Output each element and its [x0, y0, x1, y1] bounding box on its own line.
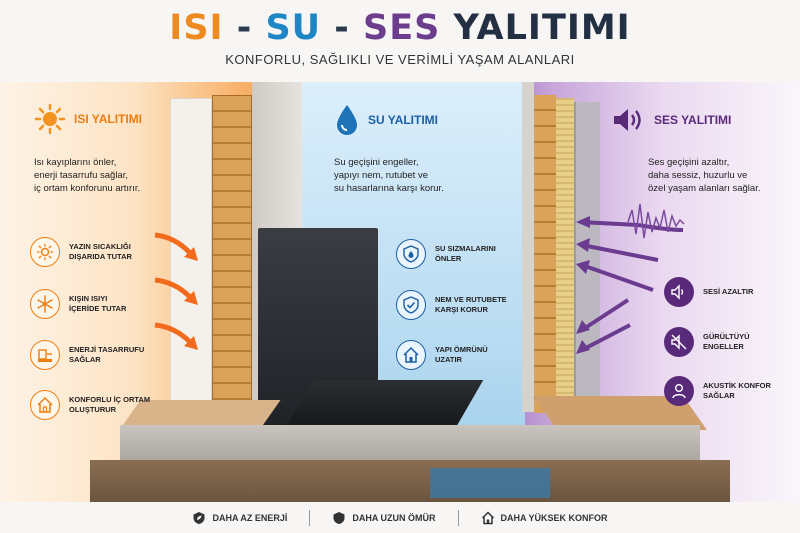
feature-label: NEM VE RUTUBETE [435, 295, 507, 304]
feature-label: KIŞIN ISIYI [69, 294, 108, 303]
ground-soil [90, 460, 730, 502]
header: ISI - SU - SES YALITIMI KONFORLU, SAĞLIK… [0, 0, 800, 82]
speaker-icon [614, 109, 641, 131]
shield-drop-icon [396, 239, 426, 269]
feature-label: YAZIN SICAKLIĞI [69, 242, 131, 251]
water-insulation-heading: SU YALITIMI [334, 103, 438, 137]
feature-label: ÖNLER [435, 254, 462, 263]
feature-label: OLUŞTURUR [69, 405, 117, 414]
energy-saving-icon [30, 340, 60, 370]
feature-label: SAĞLAR [703, 391, 735, 400]
description-line: yapıyı nem, rutubet ve [334, 170, 428, 181]
sound-insulation-title: SES YALITIMI [654, 113, 732, 127]
feature-label: İÇERİDE TUTAR [69, 304, 127, 313]
sound-insulation-heading: SES YALITIMI [612, 106, 731, 134]
heat-arrows [154, 232, 198, 350]
ground-water [430, 468, 550, 498]
title-isi: ISI [169, 8, 224, 48]
benefit-label: DAHA YÜKSEK KONFOR [500, 512, 608, 523]
description-line: iç ortam konforunu artırır. [34, 183, 141, 194]
waterproof-membrane-floor [286, 380, 484, 426]
concrete-wall-right [522, 82, 534, 412]
description-line: enerji tasarrufu sağlar, [34, 170, 128, 181]
house-icon [396, 340, 426, 370]
feature-label: DIŞARIDA TUTAR [69, 252, 132, 261]
feature-label: ENGELLER [703, 342, 744, 351]
description-line: Ses geçişini azaltır, [648, 157, 730, 168]
feature-label: UZATIR [435, 355, 462, 364]
insulation-board-left [170, 98, 212, 408]
brick-wall-left [212, 95, 252, 415]
divider [457, 509, 459, 526]
volume-down-icon [664, 277, 694, 307]
water-drop-icon [337, 105, 357, 135]
benefit-energy: DAHA AZ ENERJİ [192, 511, 287, 525]
description-line: su hasarlarına karşı korur. [334, 183, 444, 194]
sound-insulation-description: Ses geçişini azaltır, daha sessiz, huzur… [648, 156, 783, 195]
feature-label: AKUSTİK KONFOR [703, 381, 771, 390]
description-line: Isı kayıplarını önler, [34, 157, 117, 168]
benefit-comfort: DAHA YÜKSEK KONFOR [481, 510, 608, 525]
feature-label: SESİ AZALTIR [703, 287, 754, 296]
description-line: Su geçişini engeller, [334, 157, 419, 168]
mute-icon [664, 327, 694, 357]
water-insulation-title: SU YALITIMI [368, 113, 439, 127]
benefit-lifespan: DAHA UZUN ÖMÜR [332, 511, 436, 525]
feature-label: KARŞI KORUR [435, 305, 488, 314]
feature-label: SU SIZMALARINI [435, 244, 496, 253]
feature-label: SAĞLAR [69, 355, 101, 364]
sun-icon [34, 103, 66, 135]
heat-insulation-title: ISI YALITIMI [74, 112, 143, 126]
concrete-slab [120, 425, 700, 465]
home-icon [481, 510, 494, 524]
divider [309, 509, 311, 526]
description-line: özel yaşam alanları sağlar. [648, 183, 761, 194]
snowflake-icon [30, 289, 60, 319]
title-ses: SES [363, 8, 441, 48]
acoustic-board-right [574, 102, 600, 407]
feature-label: YAPI ÖMRÜNÜ [435, 345, 488, 354]
bottom-benefits-bar: DAHA AZ ENERJİ DAHA UZUN ÖMÜR DAHA YÜKSE… [0, 502, 800, 533]
thermometer-sun-icon [30, 237, 60, 267]
feature-label: ENERJİ TASARRUFU [69, 345, 145, 354]
title-yalitimi: YALITIMI [453, 8, 631, 48]
benefit-label: DAHA AZ ENERJİ [212, 512, 288, 523]
title-su: SU [265, 8, 322, 48]
leaf-shield-icon [193, 511, 205, 524]
sound-feature-reduce: SESİ AZALTIR [664, 277, 753, 307]
shield-check-icon [396, 290, 426, 320]
shield-icon [333, 511, 345, 524]
brick-wall-right [534, 95, 556, 413]
heat-insulation-description: Isı kayıplarını önler, enerji tasarrufu … [34, 156, 184, 195]
user-icon [664, 376, 694, 406]
sound-arrows [576, 203, 685, 354]
benefit-label: DAHA UZUN ÖMÜR [352, 512, 436, 523]
page-title: ISI - SU - SES YALITIMI [0, 8, 800, 48]
water-insulation-description: Su geçişini engeller, yapıyı nem, rutube… [334, 156, 504, 195]
home-icon [30, 390, 60, 420]
feature-label: GÜRÜLTÜYÜ [703, 332, 750, 341]
heat-insulation-heading: ISI YALITIMI [34, 103, 142, 135]
title-separator: - [334, 8, 350, 48]
feature-label: KONFORLU İÇ ORTAM [69, 395, 151, 404]
title-separator: - [236, 8, 253, 48]
page-subtitle: KONFORLU, SAĞLIKLI VE VERİMLİ YAŞAM ALAN… [225, 52, 575, 67]
mineral-wool-right [556, 98, 574, 410]
description-line: daha sessiz, huzurlu ve [648, 170, 748, 181]
